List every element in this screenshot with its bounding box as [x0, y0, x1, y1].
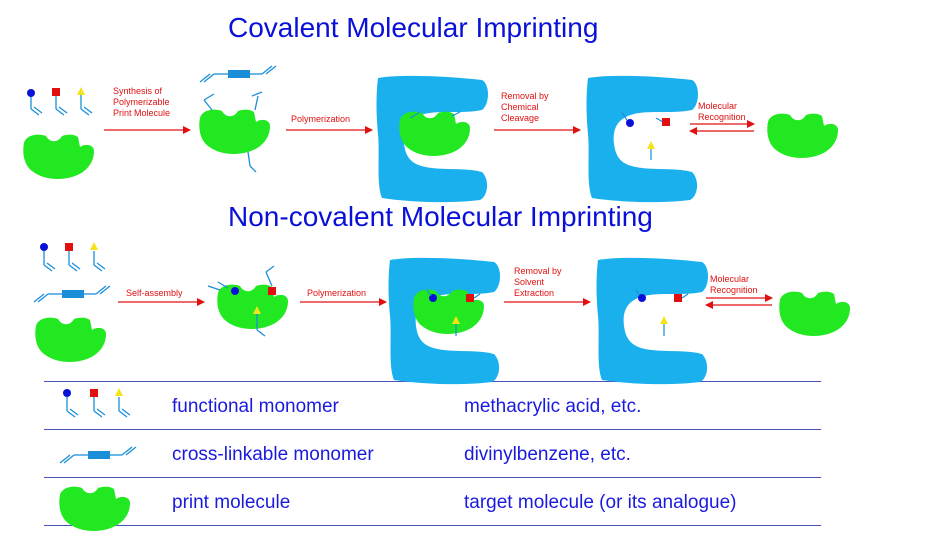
covalent-rebound-molecule-icon	[767, 113, 838, 158]
legend-divider-bottom	[44, 525, 821, 526]
legend-divider-2	[44, 477, 821, 478]
noncovalent-rebound-molecule-icon	[779, 291, 850, 336]
noncovalent-step1-label: Self-assembly	[126, 288, 183, 298]
noncovalent-print-molecule-icon	[35, 317, 106, 362]
covalent-imprinted-polymer-icon	[376, 75, 488, 203]
noncovalent-cross-linker-icon	[33, 285, 111, 303]
noncovalent-imprinted-polymer-icon	[388, 257, 500, 385]
legend-item-cross-linker: cross-linkable monomer	[172, 444, 374, 465]
cross-linker-icon	[59, 446, 137, 464]
legend-divider-1	[44, 429, 821, 430]
legend-example-functional-monomer: methacrylic acid, etc.	[464, 396, 642, 417]
covalent-print-molecule-icon	[23, 134, 94, 179]
legend-item-functional-monomer: functional monomer	[172, 396, 339, 417]
covalent-title: Covalent Molecular Imprinting	[228, 12, 599, 43]
print-molecule-icon	[59, 486, 130, 531]
noncovalent-step2-label: Polymerization	[307, 288, 367, 298]
covalent-recognition-arrows	[689, 120, 755, 135]
legend-example-print-molecule: target molecule (or its analogue)	[464, 492, 737, 513]
noncovalent-title: Non-covalent Molecular Imprinting	[228, 201, 653, 232]
covalent-functional-monomers-icon	[27, 87, 93, 116]
noncovalent-imprinted-cavity-icon	[596, 257, 708, 385]
covalent-imprinted-cavity-icon	[586, 75, 698, 203]
legend-item-print-molecule: print molecule	[172, 492, 291, 513]
covalent-step2-label: Polymerization	[291, 114, 351, 124]
functional-monomer-icon	[63, 388, 131, 418]
covalent-polymerizable-print-molecule-icon	[199, 65, 277, 173]
legend-example-cross-linker: divinylbenzene, etc.	[464, 444, 631, 465]
noncovalent-functional-monomers-icon	[40, 242, 106, 272]
noncovalent-complex-icon	[207, 265, 288, 337]
noncovalent-recognition-arrows	[705, 294, 773, 309]
